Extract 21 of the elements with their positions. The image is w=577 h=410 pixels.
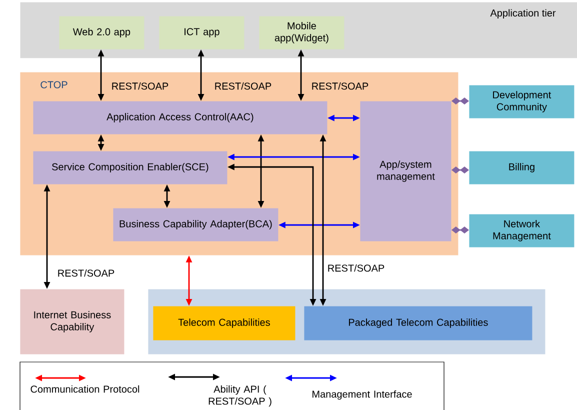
app-box: Web 2.0 app	[59, 16, 144, 50]
external-box: Billing	[469, 151, 574, 184]
capability-box: Telecom Capabilities	[153, 306, 296, 340]
external-box: Network Management	[469, 214, 574, 248]
capability-box: Packaged Telecom Capabilities	[304, 306, 532, 340]
edge-label: REST/SOAP	[328, 264, 384, 272]
management-box: App/system management	[360, 101, 452, 242]
edge-label: REST/SOAP	[58, 269, 114, 277]
app-box: ICT app	[159, 16, 244, 50]
external-box: Development Community	[469, 85, 574, 118]
edge-label: REST/SOAP	[312, 82, 368, 90]
capability-box: Internet Business Capability	[20, 289, 124, 354]
legend-text: Ability API ( REST/SOAP )	[208, 385, 272, 407]
edge-label: REST/SOAP	[215, 82, 272, 90]
component-box: Application Access Control(AAC)	[33, 101, 328, 134]
app-box: Mobile app(Widget)	[259, 16, 344, 50]
legend-text: Management Interface	[312, 390, 412, 400]
edge-label: REST/SOAP	[112, 82, 168, 90]
component-box: Business Capability Adapter(BCA)	[113, 208, 278, 242]
component-box: Service Composition Enabler(SCE)	[33, 151, 228, 184]
legend-text: Communication Protocol	[30, 385, 140, 393]
